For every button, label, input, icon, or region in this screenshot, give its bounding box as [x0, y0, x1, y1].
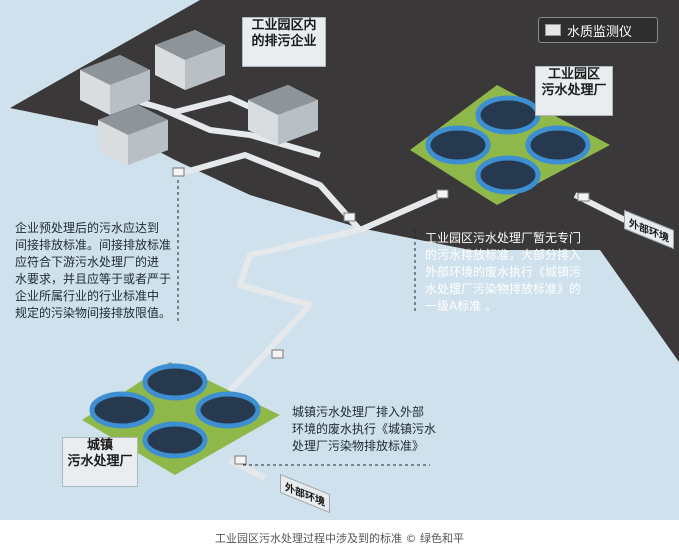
note-enterprise-line: 水要求，并且应等于或者严于 — [15, 272, 172, 286]
leader-lines — [177, 180, 430, 466]
water-quality-monitors — [172, 167, 590, 465]
note-park-line: 外部环境的废水执行《城镇污 — [425, 265, 582, 279]
legend-label: 水质监测仪 — [567, 24, 633, 40]
sign-town-plant-line1: 城镇 — [86, 438, 113, 453]
legend-water-quality-monitor: 水质监测仪 — [538, 17, 658, 43]
sign-town-plant: 城镇 污水处理厂 — [62, 437, 138, 487]
sign-park-plant-line1: 工业园区 — [547, 67, 600, 82]
water-quality-monitor-icon — [545, 24, 561, 36]
note-park-line: 一级A标准 。 — [425, 299, 498, 313]
note-park-line: 的污水排放标准，大部分排入 — [425, 248, 582, 262]
note-park-line: 水处理厂污染物排放标准》的 — [425, 282, 582, 296]
note-park-line: 工业园区污水处理厂暂无专门 — [425, 231, 582, 245]
industrial-park-ground — [10, 0, 679, 362]
note-enterprise-line: 企业所属行业的行业标准中 — [15, 289, 160, 303]
note-enterprise-line: 间接排放标准。间接排放标准 — [15, 238, 172, 252]
sign-park-plant-line2: 污水处理厂 — [541, 83, 607, 98]
figure-caption: 工业园区污水处理过程中涉及到的标准 © 绿色和平 — [215, 532, 464, 545]
note-park: 工业园区污水处理厂暂无专门 的污水排放标准，大部分排入 外部环境的废水执行《城镇… — [425, 230, 581, 315]
sign-town-plant-line2: 污水处理厂 — [67, 454, 133, 469]
note-enterprise: 企业预处理后的污水应达到 间接排放标准。间接排放标准 应符合下游污水处理厂的进 … — [15, 220, 171, 322]
note-enterprise-line: 应符合下游污水处理厂的进 — [15, 255, 160, 269]
sign-park-plant: 工业园区 污水处理厂 — [535, 66, 613, 116]
note-enterprise-line: 企业预处理后的污水应达到 — [15, 221, 160, 235]
note-town-line: 处理厂污染物排放标准》 — [292, 439, 425, 453]
note-town: 城镇污水处理厂排入外部 环境的废水执行《城镇污水 处理厂污染物排放标准》 — [292, 404, 436, 455]
sign-enterprises-line1: 工业园区内 — [251, 18, 317, 33]
sign-enterprises-line2: 的排污企业 — [251, 34, 317, 49]
note-town-line: 城镇污水处理厂排入外部 — [292, 405, 425, 419]
factories — [80, 30, 318, 165]
sign-enterprises: 工业园区内 的排污企业 — [242, 17, 326, 67]
pipe-network — [139, 95, 627, 481]
note-town-line: 环境的废水执行《城镇污水 — [292, 422, 437, 436]
note-enterprise-line: 规定的污染物间接排放限值。 — [15, 306, 172, 320]
